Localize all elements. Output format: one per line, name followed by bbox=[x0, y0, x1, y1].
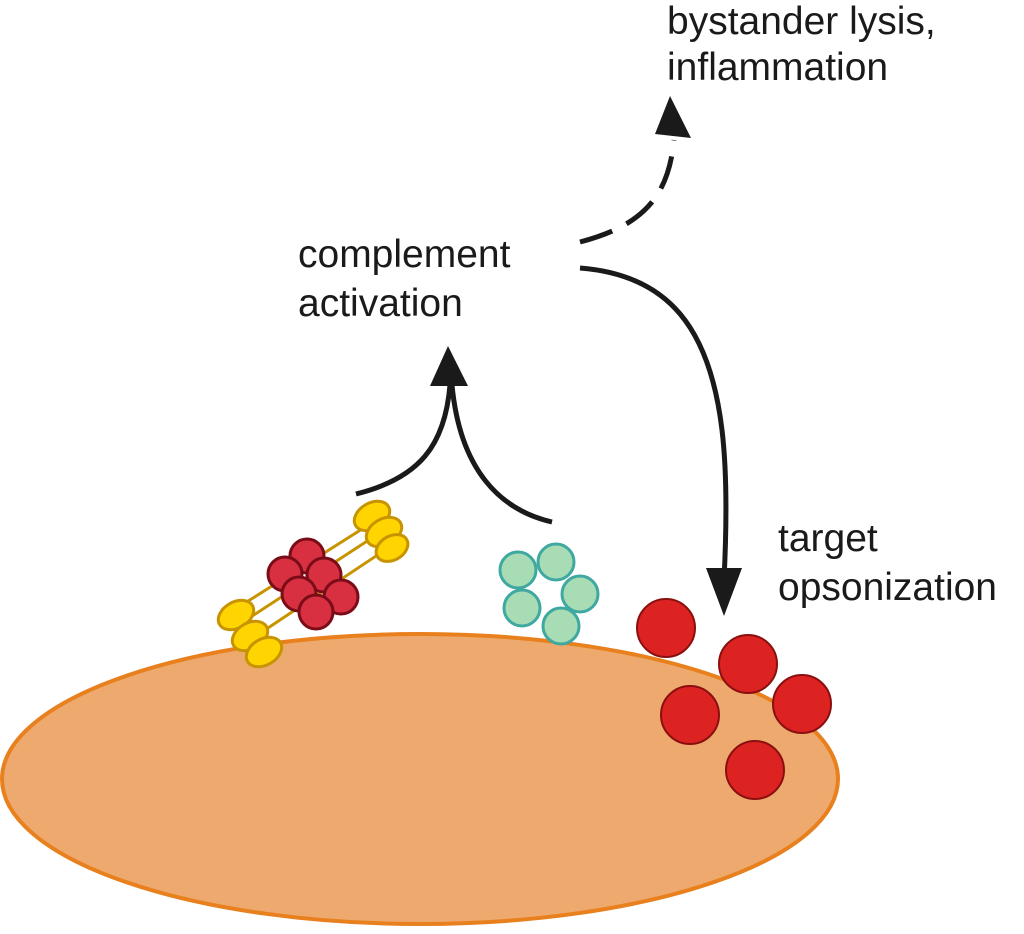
dashed-arrow-bystander bbox=[579, 139, 677, 245]
ring-complex-icon bbox=[498, 542, 600, 646]
c3b-fragment-icon bbox=[636, 598, 696, 658]
arrow-from-c1q bbox=[355, 384, 453, 497]
label-bystander-line1: bystander lysis, bbox=[667, 0, 936, 43]
c3b-fragment-icon bbox=[660, 685, 720, 745]
c3b-fragment-icon bbox=[718, 634, 778, 694]
c3b-fragments bbox=[636, 598, 832, 800]
label-bystander-line2: inflammation bbox=[667, 46, 888, 89]
arrow-from-ring bbox=[449, 384, 553, 525]
label-complement-line2: activation bbox=[298, 282, 463, 325]
arrows bbox=[355, 139, 729, 581]
arrowhead-bystander-icon bbox=[655, 96, 691, 138]
arrowhead-opsonization-icon bbox=[706, 568, 742, 616]
c3b-fragment-icon bbox=[725, 740, 785, 800]
arrowhead-activation-icon bbox=[430, 346, 468, 386]
arrow-opsonization bbox=[579, 265, 729, 581]
label-target-line1: target bbox=[778, 517, 878, 560]
cell-membrane-icon bbox=[0, 632, 840, 926]
label-complement-line1: complement bbox=[298, 233, 511, 276]
label-target-line2: opsonization bbox=[778, 566, 997, 609]
c3b-fragment-icon bbox=[772, 674, 832, 734]
c1q-complex-icon bbox=[216, 499, 410, 669]
